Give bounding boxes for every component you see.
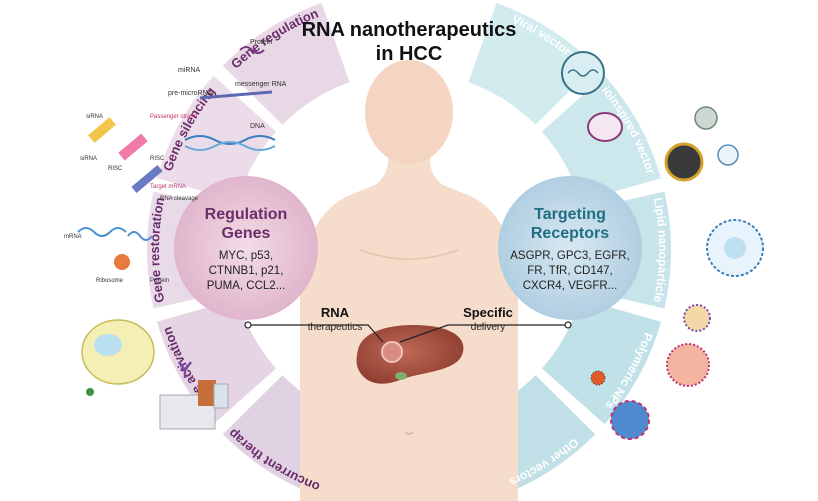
left-connector-dot [244, 321, 252, 329]
right-segment-1 [468, 3, 596, 125]
lnp-core-icon [724, 237, 746, 259]
regulation-heading-line-2: Genes [221, 225, 271, 242]
connector-lines [244, 321, 572, 343]
left-connector [248, 324, 384, 343]
polymer-np-icon [666, 343, 710, 387]
genes-line-1: MYC, p53, [218, 250, 274, 262]
gold-np-icon [590, 370, 606, 386]
inset-other-vectors [590, 370, 650, 440]
exosome-icon [664, 142, 704, 182]
regulation-heading-line-1: Regulation [204, 206, 288, 223]
chest-line [359, 249, 459, 260]
sirna-label: siRNA [86, 114, 103, 120]
virus-icon [561, 51, 605, 95]
left-segment-2 [157, 75, 277, 202]
rna-callout-title: RNA [320, 305, 350, 320]
dna-helix-icon [184, 135, 276, 145]
diagram-title: RNA nanotherapeutics in HCC [300, 18, 518, 66]
ribosome-icon [114, 254, 130, 270]
title-line-2: in HCC [375, 43, 443, 65]
targeting-heading-line-1: Targeting [534, 206, 606, 223]
viral-genome-icon [567, 69, 599, 77]
sirna-icon [88, 117, 116, 143]
protein-label: Protein [250, 39, 272, 46]
inset-bioinspired-vectors [664, 106, 739, 182]
risc-label-2: RISC [150, 156, 165, 162]
inorganic-np-icon [610, 400, 650, 440]
inset-concurrent-therapy [159, 361, 229, 430]
receptors-line-1: ASGPR, GPC3, EGFR, [510, 250, 630, 262]
inset-polymeric-nps [666, 304, 711, 387]
antibody-icon [178, 361, 192, 378]
cell-membrane-vesicle-icon [717, 144, 739, 166]
risc-icon [118, 133, 148, 161]
inset-gene-activation [81, 319, 155, 396]
protein-wave-icon [127, 231, 153, 241]
targeting-receptors-circle [498, 176, 642, 320]
inset-gene-regulation: Protein miRNA pre-microRNA messenger RNA… [168, 39, 287, 151]
medicine-bottle-icon [198, 380, 216, 406]
mrna-label: mRNA [64, 234, 82, 240]
inset-viral-vectors [561, 51, 623, 142]
sirna-label-2: siRNA [80, 156, 97, 162]
title-line-1: RNA nanotherapeutics [301, 19, 517, 41]
virus-icon [587, 112, 623, 142]
inset-gene-restoration: mRNA Ribosome Protein [64, 227, 169, 284]
inset-lipid-nanoparticle [706, 219, 764, 277]
dna-label: DNA [250, 123, 265, 130]
genes-line-2: CTNNB1, p21, [208, 265, 284, 277]
messenger-rna-label: messenger RNA [235, 81, 287, 88]
regulation-genes-text: Regulation Genes MYC, p53, CTNNB1, p21, … [184, 205, 308, 294]
genes-line-3: PUMA, CCL2... [206, 280, 286, 292]
right-connector-dot [564, 321, 572, 329]
head-silhouette [365, 60, 453, 164]
nucleus-icon [94, 334, 122, 356]
activator-dot-icon [86, 388, 94, 396]
right-segment-4 [541, 298, 661, 425]
risc-label: RISC [108, 166, 123, 172]
mirna-label: miRNA [178, 67, 200, 74]
delivery-callout-title: Specific [463, 305, 513, 320]
passenger-strand-label: Passenger strand [150, 114, 197, 120]
bacteria-vesicle-icon [694, 106, 718, 130]
protein-icon [239, 46, 265, 54]
gallbladder [395, 372, 407, 380]
receptors-line-3: CXCR4, VEGFR... [522, 280, 618, 292]
dna-helix-icon [184, 141, 276, 151]
liver-illustration [356, 325, 464, 384]
rna-therapeutics-callout: RNA therapeutics [300, 305, 370, 335]
mrna-wave-icon [77, 227, 127, 237]
targeting-heading-line-2: Receptors [530, 225, 610, 242]
right-connector [399, 324, 568, 343]
target-mrna-icon [131, 165, 163, 193]
tumor-mark [381, 341, 403, 363]
ribosome-label: Ribosome [96, 278, 124, 284]
inset-gene-silencing: siRNA siRNA Passenger strand RISC RISC T… [80, 114, 199, 202]
human-body-illustration [300, 60, 518, 501]
specific-delivery-callout: Specific delivery [448, 305, 528, 335]
navel [404, 431, 414, 435]
pre-microrna-label: pre-microRNA [168, 90, 213, 97]
mrna-strand-icon [199, 90, 273, 100]
delivery-callout-subtitle: delivery [470, 322, 506, 333]
medicine-bottle-icon [213, 383, 229, 409]
targeting-receptors-text: Targeting Receptors ASGPR, GPC3, EGFR, F… [500, 205, 640, 294]
left-segment-label-3: Gene restoration [147, 196, 167, 304]
receptors-line-2: FR, TfR, CD147, [527, 265, 613, 277]
target-mrna-label: Target mRNA [150, 184, 186, 190]
rna-cleavage-label: RNA cleavage [160, 196, 199, 202]
polymer-np-icon [683, 304, 711, 332]
left-segment-4 [157, 298, 277, 425]
regulation-genes-circle [174, 176, 318, 320]
rna-callout-subtitle: therapeutics [307, 322, 363, 333]
right-segment-label-3: Lipid nanoparticle [651, 196, 670, 303]
protein-label-restoration: Protein [150, 278, 169, 284]
liver-shape [356, 325, 464, 384]
